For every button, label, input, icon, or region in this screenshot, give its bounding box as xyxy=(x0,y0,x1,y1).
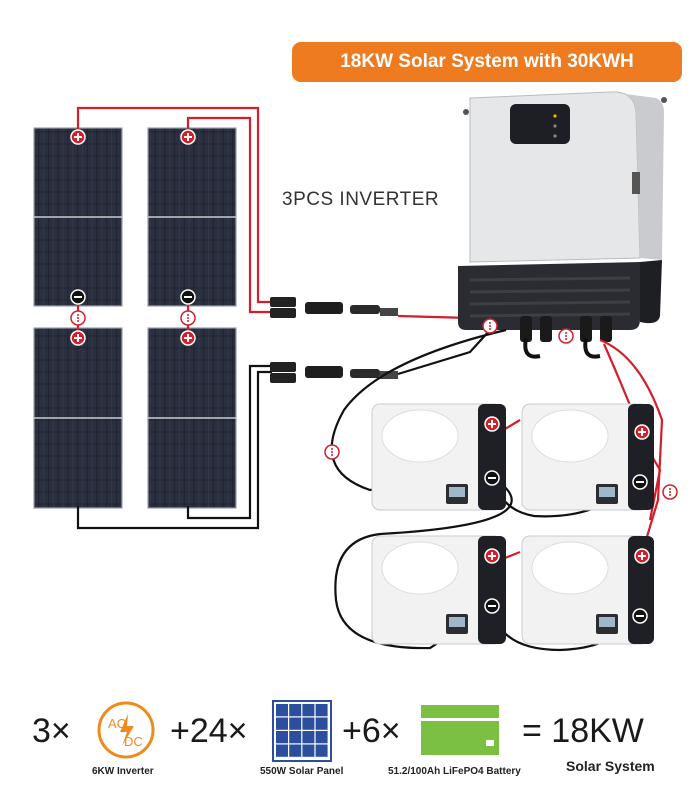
result-caption: Solar System xyxy=(566,758,655,774)
solar-panel-icon xyxy=(272,700,332,762)
inverter-switch xyxy=(632,172,640,194)
positive-terminal-icon xyxy=(634,548,650,564)
negative-terminal-icon xyxy=(484,598,500,614)
inverter-label: 3PCS INVERTER xyxy=(282,189,440,210)
series-link-icon xyxy=(662,484,678,500)
battery-3 xyxy=(371,535,506,645)
positive-terminal-icon xyxy=(180,330,196,346)
positive-terminal-icon xyxy=(484,416,500,432)
solar-panel-bottom-right xyxy=(147,327,237,509)
solar-panel-bottom-left xyxy=(33,327,123,509)
solar-panel-top-right xyxy=(147,127,237,307)
title-banner: 18KW Solar System with 30KWH xyxy=(292,42,682,82)
panel-caption: 550W Solar Panel xyxy=(260,766,344,777)
series-link-icon xyxy=(482,318,498,334)
negative-terminal-icon xyxy=(484,470,500,486)
svg-text:AC: AC xyxy=(108,716,126,731)
series-link-icon xyxy=(324,444,340,460)
battery-1 xyxy=(371,403,506,511)
component-legend: 3× AC DC 6KW Inverter +24× 550W Solar Pa… xyxy=(0,690,699,800)
battery-2 xyxy=(521,403,654,511)
solar-panel-top-left xyxy=(33,127,123,307)
positive-terminal-icon xyxy=(180,129,196,145)
wiring-diagram xyxy=(33,91,678,652)
battery-caption: 51.2/100Ah LiFePO4 Battery xyxy=(388,766,521,777)
positive-terminal-icon xyxy=(70,330,86,346)
inverter-caption: 6KW Inverter xyxy=(92,766,154,777)
negative-terminal-icon xyxy=(632,474,648,490)
negative-terminal-icon xyxy=(180,289,196,305)
negative-terminal-icon xyxy=(70,289,86,305)
terminal-markers xyxy=(70,129,678,624)
inverter-display xyxy=(510,104,570,144)
mc4-connectors xyxy=(270,297,398,383)
ac-dc-inverter-icon: AC DC xyxy=(97,701,155,759)
inverter-count: 3× xyxy=(32,712,71,750)
series-link-icon xyxy=(558,328,574,344)
battery-count: +6× xyxy=(342,712,401,750)
series-link-icon xyxy=(70,310,86,326)
panel-count: +24× xyxy=(170,712,248,750)
svg-text:DC: DC xyxy=(124,734,143,749)
negative-terminal-icon xyxy=(632,608,648,624)
battery-icon xyxy=(421,705,499,755)
result-total: = 18KW xyxy=(522,712,644,750)
positive-terminal-icon xyxy=(484,548,500,564)
series-link-icon xyxy=(180,310,196,326)
positive-terminal-icon xyxy=(70,129,86,145)
battery-4 xyxy=(521,535,654,645)
hybrid-inverter xyxy=(458,91,667,359)
positive-terminal-icon xyxy=(634,424,650,440)
